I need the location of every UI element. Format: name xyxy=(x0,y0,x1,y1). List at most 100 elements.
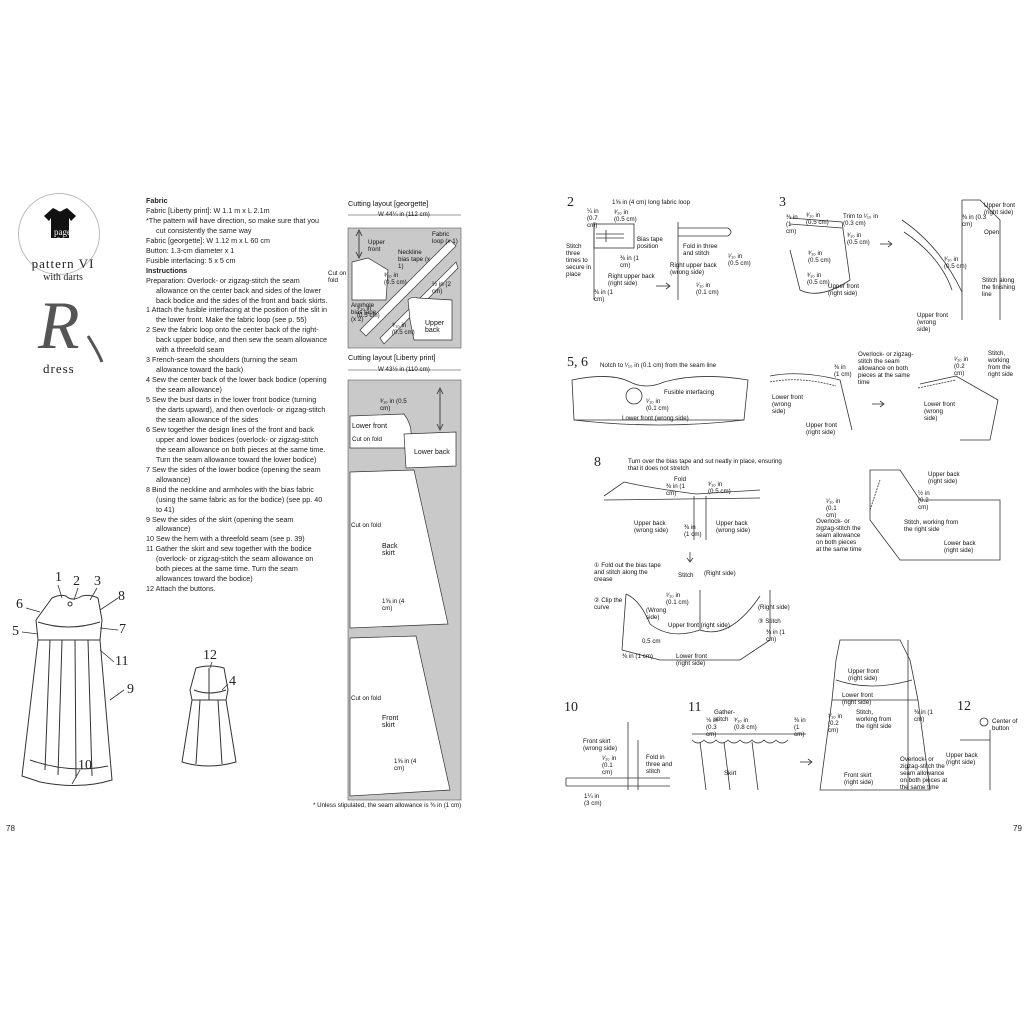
step-item: 2 Sew the fabric loop onto the center ba… xyxy=(146,325,328,355)
step2-label: ¼ in (0.7 cm) xyxy=(587,208,599,229)
step10-label: 1¼ in (3 cm) xyxy=(584,793,602,807)
callout-9: 9 xyxy=(127,682,134,697)
cl2-label: Lower front xyxy=(352,423,388,430)
step8-label: ¹⁄₁₀ in (0.1 cm) xyxy=(826,498,841,519)
step2-label: Fold in three and stitch xyxy=(683,243,718,257)
step3-label: Stitch along the finishing line xyxy=(982,277,1016,298)
cl1-label: ³⁄₁₀ in (0.5 cm) xyxy=(357,305,380,319)
step56-label: Stitch, working from the right side xyxy=(988,350,1014,378)
cl2-label: Cut on fold xyxy=(351,695,381,702)
cutting-layout-1-width: W 44¼ in (112 cm) xyxy=(378,211,430,218)
step8-label: Upper back (wrong side) xyxy=(716,520,751,534)
callout-4: 4 xyxy=(229,674,236,689)
callout-8: 8 xyxy=(118,589,125,604)
step56-label: Notch to ¹⁄₁₀ in (0.1 cm) from the seam … xyxy=(600,362,717,369)
step3-label: Upper front (right side) xyxy=(984,202,1015,216)
step2-label: ⅜ in (1 cm) xyxy=(594,289,613,303)
pattern-subtitle: with darts xyxy=(43,272,83,283)
fabric-line: Fabric [Liberty print]: W 1.1 m x L 2.1m xyxy=(146,205,270,215)
step2-label: 1⅝ in (4 cm) long fabric loop xyxy=(612,199,691,206)
step11-label: ⅛ in (0.3 cm) xyxy=(706,717,718,738)
callout-5: 5 xyxy=(12,624,19,639)
step-12-number: 12 xyxy=(957,699,971,714)
step8-label: Upper front (right side) xyxy=(668,622,730,629)
step11-label: ⅜ in (1 cm) xyxy=(794,717,806,738)
step11-label: Stitch, working from the right side xyxy=(856,709,892,730)
step11-label: ³⁄₁₀ in (0.8 cm) xyxy=(734,717,757,731)
step-56-number: 5, 6 xyxy=(567,355,588,370)
step8-label: ⅜ in (1 cm) xyxy=(666,483,685,497)
step8-label: ③ Stitch xyxy=(758,618,781,625)
cl2-label: Lower back xyxy=(414,449,450,456)
cl1-label: Upper front xyxy=(368,239,385,253)
preparation-text: Preparation: Overlock- or zigzag-stitch … xyxy=(146,275,328,305)
step-item: 1 Attach the fusible interfacing at the … xyxy=(146,305,327,325)
cl1-label: Cut on fold xyxy=(328,270,347,284)
fabric-line: Fabric [georgette]: W 1.12 m x L 60 cm xyxy=(146,235,270,245)
step-item: 7 Sew the sides of the lower bodice (ope… xyxy=(146,464,321,484)
callout-12: 12 xyxy=(203,648,217,663)
pattern-title: pattern VI xyxy=(31,256,95,271)
step11-label: ⅜ in (1 cm) xyxy=(914,709,933,723)
step56-label: Lower front (wrong side) xyxy=(772,394,803,415)
step11-label: Lower front (right side) xyxy=(842,692,873,706)
step-10-number: 10 xyxy=(564,700,578,715)
cl2-label: 1⅝ in (4 cm) xyxy=(394,758,417,772)
page-number-left: 78 xyxy=(6,824,15,833)
cl2-label: Cut on fold xyxy=(351,522,381,529)
step8-label: ¹⁄₁₀ in (0.1 cm) xyxy=(666,592,689,606)
step10-label: Fold in three and stitch xyxy=(646,754,673,775)
step8-label: (Right side) xyxy=(758,604,790,611)
cl1-label: Upper back xyxy=(425,320,445,334)
step-item: 8 Bind the neckline and armholes with th… xyxy=(146,484,323,514)
step56-label: Lower front (wrong side) xyxy=(622,415,689,422)
step56-label: ¹⁄₁₀ in (0.2 cm) xyxy=(954,356,969,377)
cl1-label: Armhole bias tape (x 2) xyxy=(351,302,377,323)
step-8-number: 8 xyxy=(594,455,601,470)
cl2-label: Front skirt xyxy=(382,715,399,729)
callout-11: 11 xyxy=(115,654,129,669)
step3-label: ³⁄₁₀ in (0.5 cm) xyxy=(847,232,870,246)
callout-10: 10 xyxy=(78,758,92,773)
cl2-label: Back skirt xyxy=(382,543,398,557)
step8-label: ⅜ in (1 cm) xyxy=(766,629,785,643)
step2-label: Right upper back (right side) xyxy=(608,273,655,287)
step56-label: ¹⁄₁₀ in (0.1 cm) xyxy=(646,398,669,412)
step3-label: ³⁄₁₀ in (0.5 cm) xyxy=(806,212,829,226)
step8-label: (Right side) xyxy=(704,570,736,577)
instructions-text: Fabric Fabric [Liberty print]: W 1.1 m x… xyxy=(146,196,328,594)
step-item: 12 Attach the buttons. xyxy=(146,584,216,594)
step11-label: Overlock- or zigzag-stitch the seam allo… xyxy=(900,756,948,791)
step8-label: ⅜ in (1 cm) xyxy=(684,524,702,538)
step56-label: ⅜ in (1 cm) xyxy=(834,364,852,378)
step8-label: Stitch xyxy=(678,572,694,579)
step3-label: Upper front (wrong side) xyxy=(917,312,948,333)
step10-label: Front skirt (wrong side) xyxy=(583,738,618,752)
cl2-label: Cut on fold xyxy=(352,436,382,443)
step11-label: Skirt xyxy=(724,770,737,777)
step2-label: Bias tape position xyxy=(637,236,663,250)
step11-label: Gather-stitch xyxy=(714,709,735,723)
step56-label: Fusible interfacing xyxy=(664,389,715,396)
step8-label: ② Clip the curve xyxy=(594,597,623,611)
step8-label: Stitch, working from the right side xyxy=(904,519,959,533)
step-3-number: 3 xyxy=(779,195,786,210)
page-number-right: 79 xyxy=(1013,824,1022,833)
step11-label: Front skirt (right side) xyxy=(844,772,874,786)
step2-label: ¹⁄₁₀ in (0.1 cm) xyxy=(696,282,719,296)
cutting-layout-2-width: W 43½ in (110 cm) xyxy=(378,366,430,373)
step3-label: Upper front (right side) xyxy=(828,283,859,297)
step2-label: ³⁄₁₀ in (0.5 cm) xyxy=(614,209,637,223)
callout-2: 2 xyxy=(73,574,80,589)
step8-label: Upper back (right side) xyxy=(928,471,960,485)
item-name: dress xyxy=(43,361,75,376)
step56-label: Overlock- or zigzag-stitch the seam allo… xyxy=(858,351,914,386)
step2-label: ¹⁄₁₀ in (0.5 cm) xyxy=(728,253,751,267)
